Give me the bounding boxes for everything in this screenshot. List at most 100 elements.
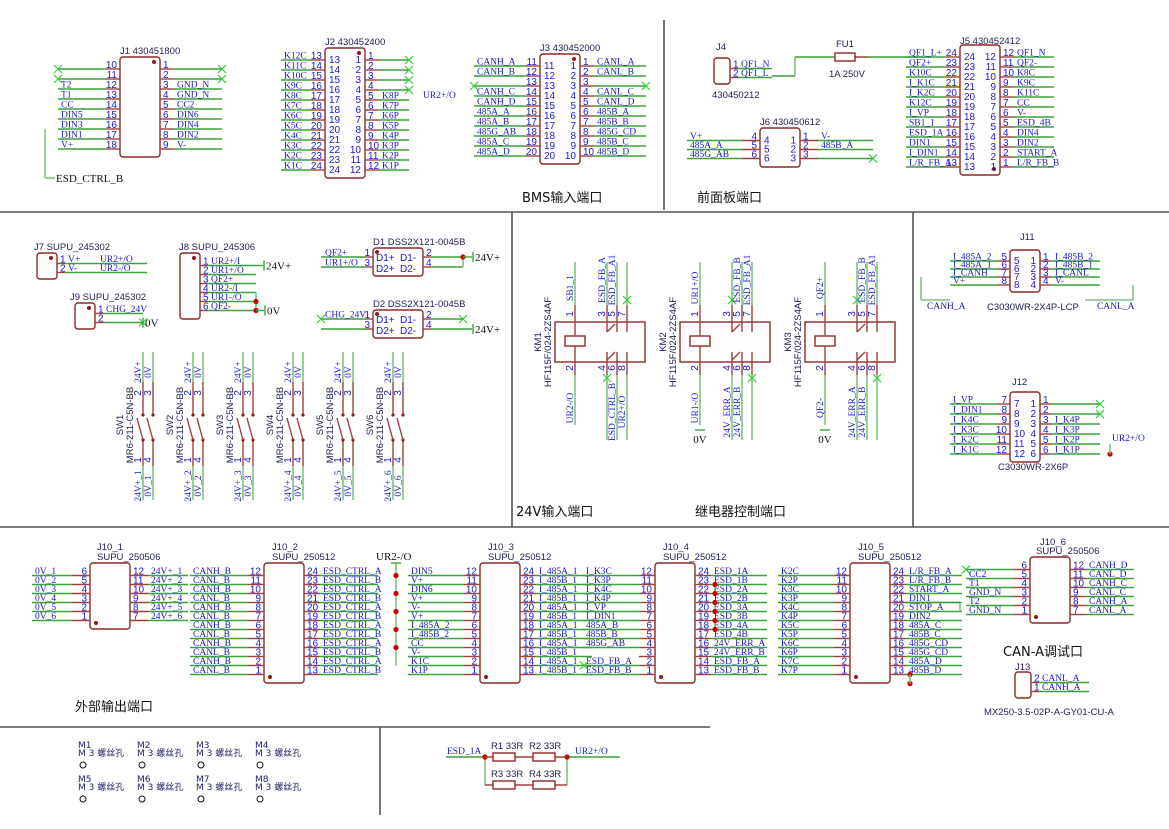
pin-number: 3 <box>841 648 847 659</box>
pin-number-inner: 16 <box>544 111 556 122</box>
net-label: UR2-/O <box>566 393 576 424</box>
pin-number: 17 <box>698 630 710 641</box>
pin-number: 14 <box>698 657 710 668</box>
pin-number-inner: 13 <box>964 162 976 173</box>
connector-body <box>713 57 731 85</box>
pin-number: 3 <box>368 71 374 82</box>
part-number: HF115F/024-2ZS4AF <box>793 297 804 387</box>
net-label: I_DIN1 <box>586 612 616 622</box>
pin-label: D2+ <box>376 264 395 275</box>
pin-number: 7 <box>368 111 374 122</box>
net-label: K5C <box>781 621 799 631</box>
pin-number: 1 <box>364 248 370 259</box>
junction-dot <box>393 608 399 615</box>
ref-designator: SW2 <box>165 415 176 436</box>
net-label: V+ <box>411 594 423 604</box>
ref-designator: SW6 <box>365 415 376 436</box>
net-label: CC2 <box>969 570 987 580</box>
pin-number-inner: 19 <box>329 115 341 126</box>
pin-number: 6 <box>81 567 87 578</box>
pin-number: 23 <box>946 58 958 69</box>
no-connect-icon <box>404 75 414 85</box>
pin-number: 15 <box>946 138 958 149</box>
net-label: SB1_1 <box>566 275 576 301</box>
pin-number: 1 <box>733 60 739 71</box>
resistor-label: R4 33R <box>529 769 561 780</box>
pin-number-inner: 3 <box>1030 419 1036 430</box>
pin-number: 4 <box>255 639 261 650</box>
net-label: DIN4 <box>177 121 199 131</box>
pin-number: 9 <box>163 140 169 151</box>
mount-hole-m2: M2M 3 螺丝孔 <box>137 741 183 769</box>
part-number: MR6-211-C5N-BB <box>175 387 186 463</box>
net-label: CANL_A <box>597 58 635 68</box>
net-label: 485B_C <box>597 138 629 148</box>
net-label: DIN2 <box>1017 139 1039 149</box>
net-label: I_K4C <box>586 585 612 595</box>
pin-number: 21 <box>893 594 905 605</box>
pin-number: 11 <box>642 576 653 587</box>
pin-number: 2 <box>841 657 847 668</box>
mount-hole-icon <box>256 761 264 769</box>
connector-body <box>1009 249 1041 293</box>
pin-number: 1 <box>183 457 194 463</box>
pin-number: 7 <box>646 612 652 623</box>
pin-number: 6 <box>203 302 209 313</box>
net-label: ESD_1A <box>447 747 481 757</box>
pin-number-inner: 10 <box>985 72 997 83</box>
net-label: 485A_B <box>477 118 509 128</box>
pin-number: 4 <box>426 258 432 269</box>
pin-number-inner: 12 <box>985 52 997 63</box>
section-title-front-panel: 前面板端口 <box>697 190 762 206</box>
pin-number: 3 <box>203 275 209 286</box>
net-label: ESD_FB_A <box>714 657 760 667</box>
net-label: 485B_A <box>597 108 629 118</box>
pin-number: 21 <box>946 78 958 89</box>
net-label: UR2+/O <box>423 91 456 101</box>
net-label: CANL_A <box>1042 674 1080 684</box>
junction-dot <box>393 644 399 651</box>
switch-lever <box>246 417 254 441</box>
net-label: CANH_B <box>193 657 231 667</box>
net-label: V- <box>1017 109 1026 119</box>
net-label: K5C <box>284 122 302 132</box>
switch-lever <box>386 417 394 441</box>
net-label: CANL_B <box>193 648 230 658</box>
net-label: QF2- <box>1017 59 1037 69</box>
pin-number: 7 <box>617 311 628 317</box>
net-label: CANL_B <box>597 68 634 78</box>
pin-number: 4 <box>426 320 432 331</box>
pin-number: 18 <box>893 621 905 632</box>
net-label: ESD_CTRL_A <box>323 585 382 595</box>
net-label: K1P <box>382 162 399 172</box>
pin-number: 9 <box>841 594 847 605</box>
pin-number: 14 <box>311 61 323 72</box>
section-title-can-a-debug: CAN-A调试口 <box>1003 645 1083 660</box>
power-label: 24V+ <box>475 324 500 336</box>
pin-number: 14 <box>307 657 319 668</box>
pin1-marker <box>572 57 576 61</box>
net-label: 24V+ <box>334 361 344 383</box>
pin-number: 14 <box>523 657 535 668</box>
part-label: M 3 螺丝孔 <box>78 747 124 759</box>
relay-contact <box>606 323 616 333</box>
pin-number-inner: 24 <box>329 165 341 176</box>
net-label: CANH_C <box>1089 579 1127 589</box>
relay-contact <box>856 323 866 333</box>
pin-number: 5 <box>732 311 743 317</box>
pin-number: 9 <box>255 594 261 605</box>
pin-number: 4 <box>471 639 477 650</box>
pin-number: 24 <box>893 567 905 578</box>
ref-designator: J2 430452400 <box>325 37 385 48</box>
switch-lever <box>396 417 404 441</box>
pin1-marker <box>152 60 156 64</box>
pin-number: 3 <box>847 311 858 317</box>
pin-number: 4 <box>751 132 757 143</box>
pin-number: 13 <box>106 90 118 101</box>
